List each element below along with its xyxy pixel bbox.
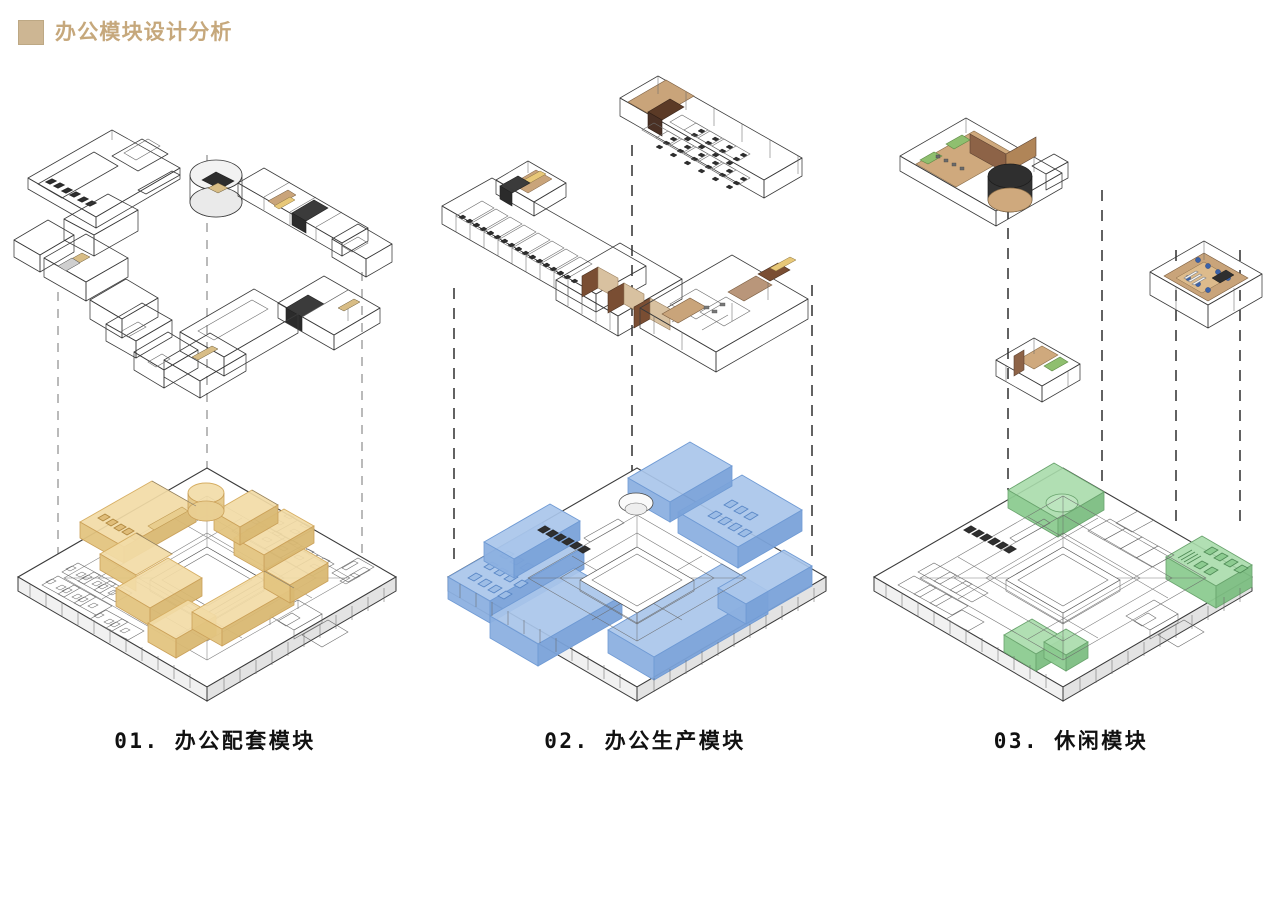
title-marker-square <box>18 20 44 45</box>
module-piece-storage <box>63 193 139 257</box>
module-piece-office-left-lower <box>555 242 683 337</box>
module-label-03: 03. 休闲模块 <box>993 729 1149 753</box>
module-piece-manager-office <box>495 160 567 217</box>
module-piece-left-arm <box>43 233 129 302</box>
auditorium-seats-03 <box>963 525 1017 554</box>
page-title: 办公模块设计分析 <box>55 21 233 44</box>
module-piece-atrium-pod <box>189 159 243 218</box>
exploded-module-03 <box>899 117 1263 403</box>
module-piece-cafe-lounge <box>899 117 1069 227</box>
module-column-office-support: 01. 办公配套模块 <box>2 60 428 780</box>
page-header: 办公模块设计分析 <box>18 20 233 45</box>
module-piece-meeting-bar <box>639 254 809 373</box>
auditorium-seats-02 <box>537 525 591 554</box>
module-piece-canteen <box>27 129 181 229</box>
module-piece-small-pod <box>995 337 1081 403</box>
floor-plan-02 <box>446 441 828 702</box>
exploded-module-01 <box>13 129 393 399</box>
riser-dashed-lines-02 <box>453 145 813 566</box>
desk-clusters-03 <box>897 510 1175 632</box>
rooms-right <box>331 557 375 585</box>
exploded-module-02 <box>441 75 809 373</box>
module-column-office-production: 02. 办公生产模块 <box>432 60 858 780</box>
module-piece-lower-right <box>277 275 381 351</box>
floor-plan-03 <box>872 462 1254 702</box>
module-piece-bottom <box>133 331 247 399</box>
atrium-core-02 <box>618 492 654 516</box>
module-column-leisure: 03. 休闲模块 <box>858 60 1280 780</box>
axonometric-drawing-02 <box>441 75 828 702</box>
highlight-region-01 <box>79 480 329 659</box>
module-piece-open-office-top-right <box>619 75 803 199</box>
axonometric-drawing-03 <box>872 117 1263 702</box>
module-label-01: 01. 办公配套模块 <box>114 729 316 753</box>
module-piece-mid-left <box>89 278 173 359</box>
module-piece-right-arm <box>237 167 369 257</box>
module-piece-left-box <box>13 219 75 273</box>
module-piece-right-corner <box>331 223 393 278</box>
floor-plan-01 <box>16 467 398 702</box>
module-label-02: 02. 办公生产模块 <box>544 729 746 753</box>
module-piece-meeting-pod <box>1149 240 1263 329</box>
axonometric-drawing-01 <box>13 129 398 702</box>
